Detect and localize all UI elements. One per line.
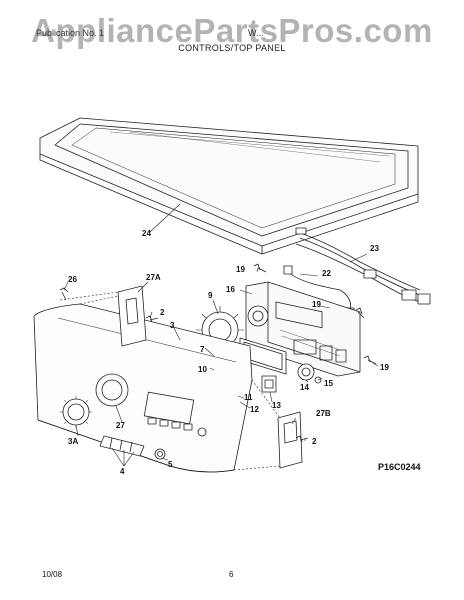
bracket-left xyxy=(117,285,147,347)
part-label: 10 xyxy=(198,365,207,374)
part-label: 19 xyxy=(312,300,321,309)
part-label: 23 xyxy=(370,244,379,253)
small-knob xyxy=(297,363,315,381)
part-label: 11 xyxy=(244,393,253,402)
part-label: 2 xyxy=(160,308,165,317)
part-label: 9 xyxy=(208,291,213,300)
part-label: 13 xyxy=(272,401,281,410)
part-label: 19 xyxy=(380,363,389,372)
part-label: 7 xyxy=(200,345,205,354)
part-label: 14 xyxy=(300,383,309,392)
part-label: 16 xyxy=(226,285,235,294)
part-label: 26 xyxy=(68,275,77,284)
bracket-right xyxy=(277,411,303,469)
part-label: 27B xyxy=(316,409,331,418)
part-label: 3A xyxy=(68,437,78,446)
part-label: 27A xyxy=(146,273,161,282)
footer-date: 10/08 xyxy=(42,570,63,579)
small-button xyxy=(154,448,166,460)
wire-harness xyxy=(295,227,431,305)
part-label: 19 xyxy=(236,265,245,274)
watermark-logo: AppliancePartsPros.com xyxy=(31,12,433,49)
part-label: 5 xyxy=(168,460,173,469)
push-buttons xyxy=(99,435,145,457)
part-label: 15 xyxy=(324,379,333,388)
part-label: 22 xyxy=(322,269,331,278)
header-publication: Publication No. 1 xyxy=(36,28,105,38)
section-title: CONTROLS/TOP PANEL xyxy=(178,43,286,53)
part-labels: 24 23 22 19 16 19 9 3 7 2 27A 26 10 11 1… xyxy=(68,229,389,476)
part-label: 4 xyxy=(120,467,125,476)
switch xyxy=(261,375,277,393)
selector-ring xyxy=(60,396,92,428)
part-label: 3 xyxy=(170,321,175,330)
top-panel xyxy=(39,117,419,255)
part-label: 27 xyxy=(116,421,125,430)
part-label: 2 xyxy=(312,437,317,446)
leader-lines xyxy=(59,203,379,471)
part-label: 12 xyxy=(250,405,259,414)
header-model: W... xyxy=(248,28,264,38)
part-label: 24 xyxy=(142,229,151,238)
footer-page-number: 6 xyxy=(229,570,234,579)
figure-code: P16C0244 xyxy=(378,462,421,472)
